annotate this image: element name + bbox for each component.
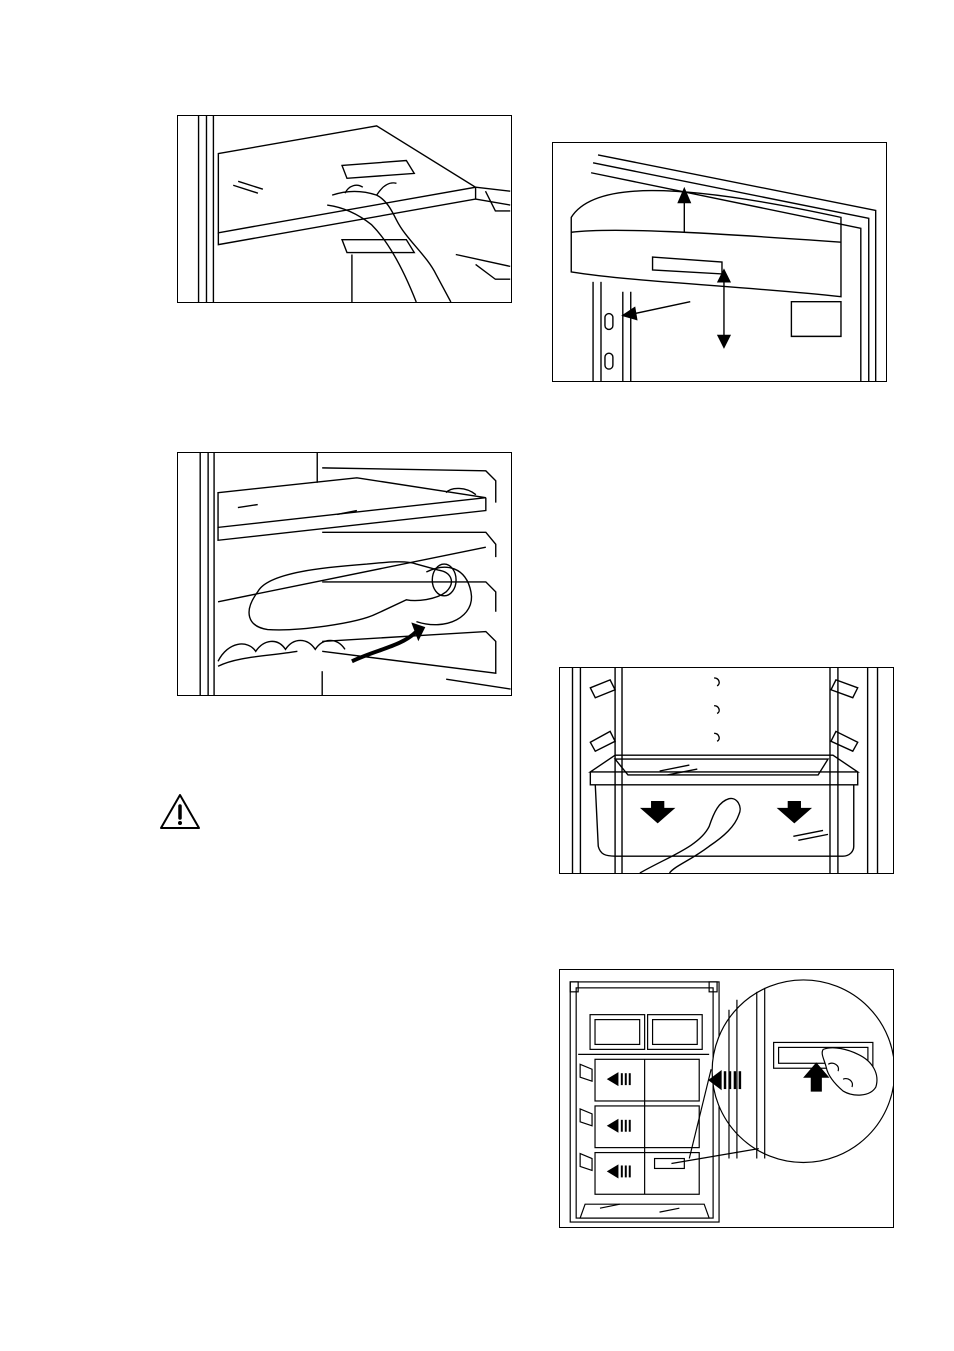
shelf-removal-figure <box>177 115 512 303</box>
crisper-drawer-figure <box>559 667 894 874</box>
freezer-drawers-figure <box>559 969 894 1228</box>
door-tray-figure <box>552 142 887 382</box>
bottle-rack-illustration <box>178 453 511 695</box>
door-tray-removal-illustration <box>553 143 886 381</box>
freezer-drawer-removal-illustration <box>560 970 893 1227</box>
warning-triangle-icon <box>158 792 202 832</box>
shelf-removal-illustration <box>178 116 511 302</box>
crisper-drawer-removal-illustration <box>560 668 893 873</box>
bottle-rack-figure <box>177 452 512 696</box>
